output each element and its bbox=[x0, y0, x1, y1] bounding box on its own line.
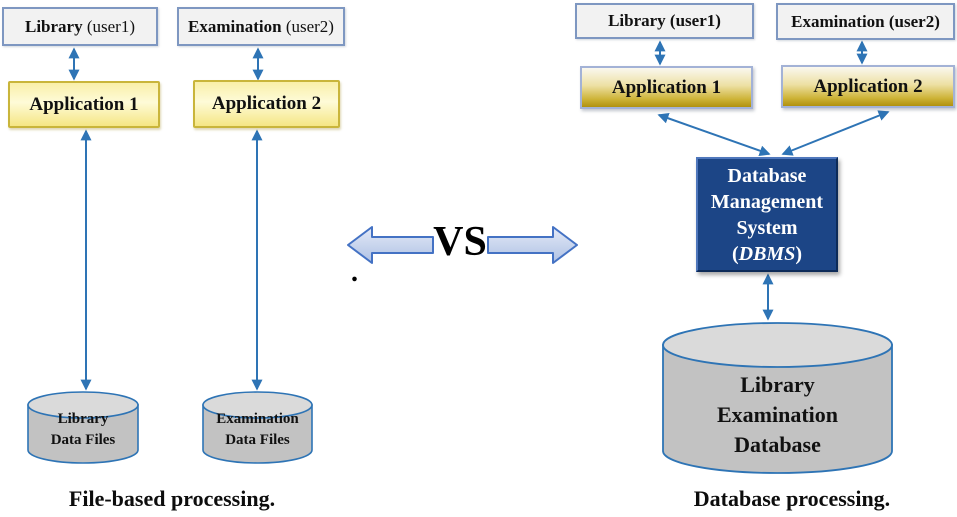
application1-box-right: Application 1 bbox=[580, 66, 753, 109]
application1-box-left: Application 1 bbox=[8, 81, 160, 128]
vs-label: VS bbox=[433, 219, 487, 265]
examination-datafiles-cylinder bbox=[202, 391, 313, 464]
caption-database: Database processing. bbox=[693, 486, 891, 511]
application-label: Application 2 bbox=[211, 93, 322, 115]
user-box-library-right: Library (user1) bbox=[575, 3, 754, 39]
examination-datafiles-label: Examination Data Files bbox=[216, 411, 299, 448]
library-datafiles-label: Library Data Files bbox=[50, 411, 116, 448]
user-label: Examination (user2) bbox=[188, 16, 334, 36]
user-box-library-left: Library (user1) bbox=[2, 7, 158, 46]
library-datafiles-cylinder bbox=[27, 391, 139, 464]
arrow-app1-dbms bbox=[657, 112, 771, 157]
dbms-line1: Database bbox=[727, 164, 807, 187]
dbms-line2: Management bbox=[710, 190, 824, 213]
database-cylinder bbox=[662, 322, 893, 474]
user-label: Library (user1) bbox=[24, 16, 135, 36]
stray-period: . bbox=[351, 257, 358, 288]
application2-box-right: Application 2 bbox=[781, 65, 955, 108]
caption-file-based: File-based processing. bbox=[68, 486, 276, 511]
arrow-app2-dbms bbox=[781, 110, 890, 156]
user-box-examination-left: Examination (user2) bbox=[177, 7, 345, 46]
block-arrow-right bbox=[487, 226, 578, 264]
user-label: Examination (user2) bbox=[791, 11, 940, 31]
database-cylinder-label: Library Examination Database bbox=[716, 372, 839, 457]
dbms-box: Database Management System (DBMS) bbox=[696, 157, 838, 272]
application-label: Application 2 bbox=[813, 75, 923, 97]
application-label: Application 1 bbox=[611, 76, 722, 98]
block-arrow-left bbox=[347, 226, 434, 264]
user-label: Library (user1) bbox=[608, 11, 721, 31]
dbms-line3: System bbox=[736, 216, 798, 239]
application-label: Application 1 bbox=[29, 93, 139, 115]
application2-box-left: Application 2 bbox=[193, 80, 340, 128]
dbms-acronym-line: (DBMS) bbox=[731, 242, 803, 265]
user-box-examination-right: Examination (user2) bbox=[776, 3, 955, 40]
